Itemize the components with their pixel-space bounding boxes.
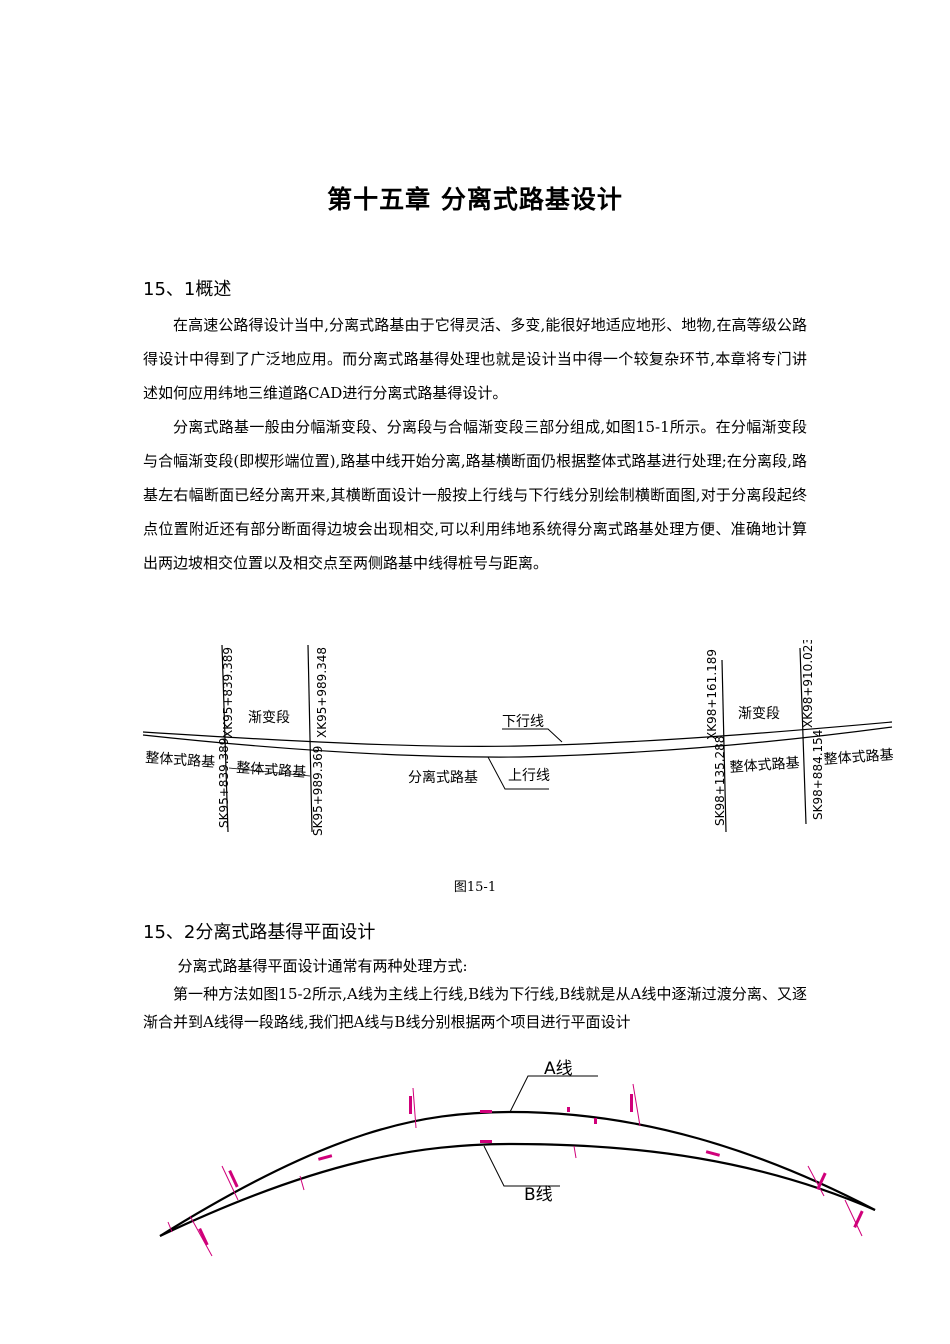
figure-15-1-caption: 图15-1 bbox=[453, 880, 497, 895]
label-separated: 分离式路基 bbox=[408, 769, 478, 786]
station-sk95-839: SK95+839.389 bbox=[217, 738, 231, 828]
paragraph-plane-design-1: 分离式路基得平面设计通常有两种处理方式: bbox=[177, 957, 468, 975]
station-sk98-135: SK98+135.288 bbox=[713, 736, 727, 826]
label-integral-right-1: 整体式路基 bbox=[729, 754, 800, 776]
label-line-a: A线 bbox=[544, 1059, 573, 1079]
station-xk95-989: XK95+989.348 bbox=[315, 647, 329, 738]
page-title: 第十五章 分离式路基设计 bbox=[327, 185, 623, 214]
section-heading-plane-design: 15、2分离式路基得平面设计 bbox=[143, 922, 376, 943]
paragraph-plane-design-2: 第一种方法如图15-2所示,A线为主线上行线,B线为下行线,B线就是从A线中逐渐… bbox=[143, 985, 807, 1031]
paragraph-overview-1: 在高速公路得设计当中,分离式路基由于它得灵活、多变,能很好地适应地形、地物,在高… bbox=[143, 316, 807, 402]
label-line-b: B线 bbox=[524, 1185, 553, 1205]
station-xk95-839: XK95+839.389 bbox=[221, 647, 235, 738]
station-sk95-989: SK95+989.369 bbox=[311, 746, 325, 836]
label-integral-left-1: 整体式路基 bbox=[145, 749, 216, 771]
label-up-line: 上行线 bbox=[508, 768, 550, 784]
station-xk98-910: XK98+910.023 bbox=[801, 640, 815, 728]
figure-15-1: XK95+839.389 XK95+989.348 SK95+839.389 S… bbox=[142, 640, 894, 836]
label-integral-right-2: 整体式路基 bbox=[823, 746, 894, 768]
figure-15-2: A线 B线 bbox=[159, 1059, 876, 1257]
station-sk98-884: SK98+884.154 bbox=[811, 730, 825, 820]
label-integral-left-2: 整体式路基 bbox=[236, 759, 307, 781]
line-a bbox=[159, 1110, 876, 1237]
label-down-line: 下行线 bbox=[502, 714, 544, 730]
paragraph-overview-2: 分离式路基一般由分幅渐变段、分离段与合幅渐变段三部分组成,如图15-1所示。在分… bbox=[143, 418, 807, 572]
line-b bbox=[159, 1142, 876, 1237]
label-gradual-left: 渐变段 bbox=[248, 710, 290, 726]
section-heading-overview: 15、1概述 bbox=[143, 279, 232, 300]
station-xk98-161: XK98+161.189 bbox=[705, 649, 719, 740]
label-gradual-right: 渐变段 bbox=[738, 706, 780, 722]
